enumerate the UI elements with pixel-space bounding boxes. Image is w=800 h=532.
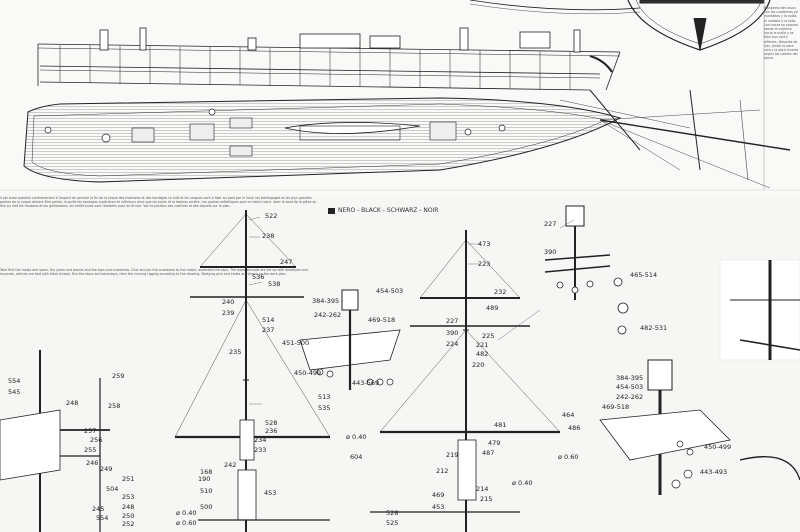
legend-label: NERO - BLACK - SCHWARZ - NOIR — [338, 207, 439, 214]
part-label: 259 — [112, 372, 125, 380]
part-label: 453 — [432, 503, 445, 511]
part-label: 239 — [222, 309, 235, 317]
deck-plan — [23, 89, 791, 189]
part-label: 479 — [488, 439, 501, 447]
part-label: 554 — [96, 514, 109, 522]
part-label: 220 — [472, 361, 485, 369]
part-label: ø 0.40 — [512, 479, 533, 487]
part-label: 233 — [254, 446, 267, 454]
part-label: 224 — [446, 340, 459, 348]
part-label: 482 — [476, 350, 489, 358]
part-label: 464 — [562, 411, 575, 419]
part-label: 465-514 — [630, 271, 658, 279]
part-label: 525 — [386, 519, 399, 527]
part-label: 245 — [92, 505, 105, 513]
part-label: 227 — [544, 220, 557, 228]
part-label: 451-500 — [282, 339, 310, 347]
part-label: 528 — [386, 509, 399, 517]
side-text-column: Prospecto del casco con las cuadernas ya… — [764, 6, 799, 61]
part-label: 248 — [122, 503, 135, 511]
part-label: 454-503 — [376, 287, 404, 295]
part-label: 538 — [268, 280, 281, 288]
part-label: 251 — [122, 475, 135, 483]
color-swatch-black — [328, 207, 335, 214]
part-label: 469-518 — [368, 316, 396, 324]
part-label: 384-395 — [312, 297, 340, 305]
part-label: 390 — [446, 329, 459, 337]
part-label: 536 — [252, 273, 265, 281]
part-label: 227 — [446, 317, 459, 325]
part-label: 454-503 — [616, 383, 644, 391]
part-label: 450-499 — [704, 443, 732, 451]
part-label: 235 — [229, 348, 242, 356]
part-label: 604 — [350, 453, 363, 461]
part-label: 258 — [108, 402, 121, 410]
part-label: ø 0.60 — [558, 453, 579, 461]
color-legend: NERO - BLACK - SCHWARZ - NOIR — [328, 207, 438, 214]
part-label: 443-493 — [700, 468, 728, 476]
part-label: 190 — [198, 475, 211, 483]
part-label: 256 — [90, 436, 103, 444]
part-label: 247 — [280, 258, 293, 266]
part-label: 214 — [476, 485, 489, 493]
part-label: 469-518 — [602, 403, 630, 411]
part-label: ø 0.60 — [176, 519, 197, 527]
part-label: 252 — [122, 520, 135, 528]
part-label: 535 — [318, 404, 331, 412]
part-label: 450-499 — [294, 369, 322, 377]
part-label: 255 — [84, 446, 97, 454]
part-label: 513 — [318, 393, 331, 401]
detail-right — [544, 205, 800, 495]
part-label: 221 — [476, 341, 489, 349]
part-label: 453 — [264, 489, 277, 497]
part-label: 236 — [265, 427, 278, 435]
part-label: 384-395 — [616, 374, 644, 382]
part-label: 528 — [265, 419, 278, 427]
part-label: 257 — [84, 427, 97, 435]
part-label: 514 — [262, 316, 275, 324]
part-label: 250 — [122, 512, 135, 520]
rigging-plan-left — [0, 210, 561, 532]
part-label: 242-262 — [616, 393, 644, 401]
part-label: 242 — [224, 461, 237, 469]
part-label: 504 — [106, 485, 119, 493]
part-label: 168 — [200, 468, 213, 476]
part-label: 500 — [200, 503, 213, 511]
part-label: 246 — [86, 459, 99, 467]
part-label: 232 — [494, 288, 507, 296]
part-label: 443-569 — [352, 379, 380, 387]
hull-side-elevation — [37, 0, 641, 91]
part-label: 473 — [478, 240, 491, 248]
part-label: 240 — [222, 298, 235, 306]
instructions-text-2: Take first the masts and spars, the yard… — [0, 268, 308, 277]
part-label: 237 — [262, 326, 275, 334]
part-label: 238 — [262, 232, 275, 240]
part-label: 469 — [432, 491, 445, 499]
instructions-text-1: Il est aussi possible contrairement à l'… — [0, 196, 317, 209]
part-label: 545 — [8, 388, 21, 396]
part-label: 242-262 — [314, 311, 342, 319]
part-label: 223 — [478, 260, 491, 268]
part-label: 215 — [480, 495, 493, 503]
part-label: 489 — [486, 304, 499, 312]
part-label: 225 — [482, 332, 495, 340]
part-label: 487 — [482, 449, 495, 457]
part-label: 510 — [200, 487, 213, 495]
part-label: 481 — [494, 421, 507, 429]
part-label: 248 — [66, 399, 79, 407]
part-label: 234 — [254, 436, 267, 444]
part-label: 249 — [100, 465, 113, 473]
part-label: 482-531 — [640, 324, 668, 332]
part-label: 554 — [8, 377, 21, 385]
part-label: 212 — [436, 467, 449, 475]
part-label: ø 0.40 — [176, 509, 197, 517]
part-label: 486 — [568, 424, 581, 432]
part-label: 390 — [544, 248, 557, 256]
part-label: 253 — [122, 493, 135, 501]
part-label: 219 — [446, 451, 459, 459]
part-label: 522 — [265, 212, 278, 220]
part-label: ø 0.40 — [346, 433, 367, 441]
